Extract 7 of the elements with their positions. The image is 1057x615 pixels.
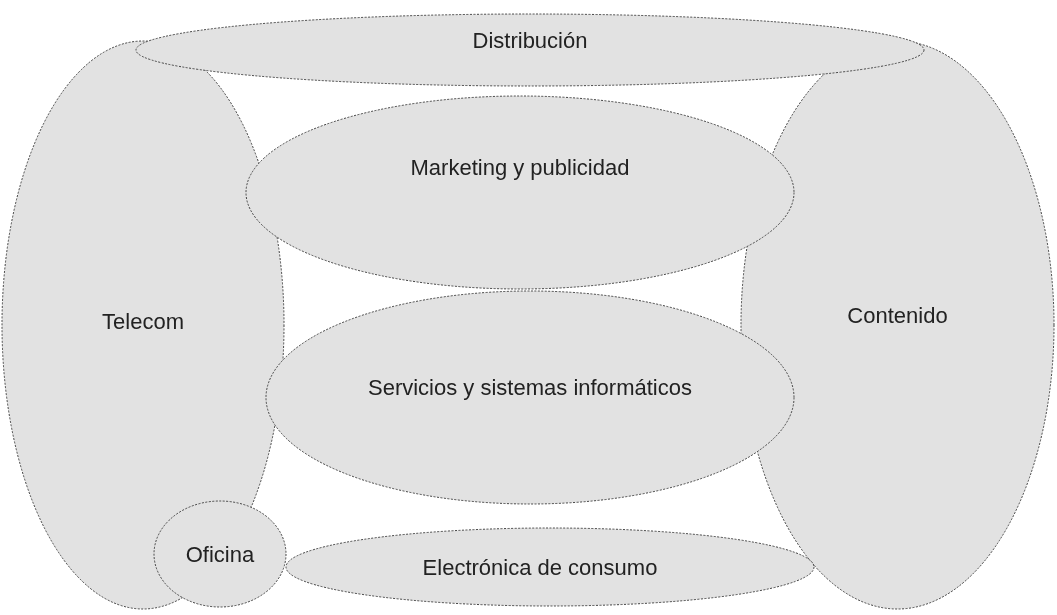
node-label: Servicios y sistemas informáticos [368, 374, 692, 402]
node-label: Distribución [472, 26, 588, 55]
node-label: Marketing y publicidad [410, 154, 630, 182]
node-label: Contenido [847, 301, 948, 330]
node-label: Electrónica de consumo [422, 553, 658, 582]
node-label: Telecom [102, 307, 184, 336]
node-label: Oficina [185, 540, 255, 569]
